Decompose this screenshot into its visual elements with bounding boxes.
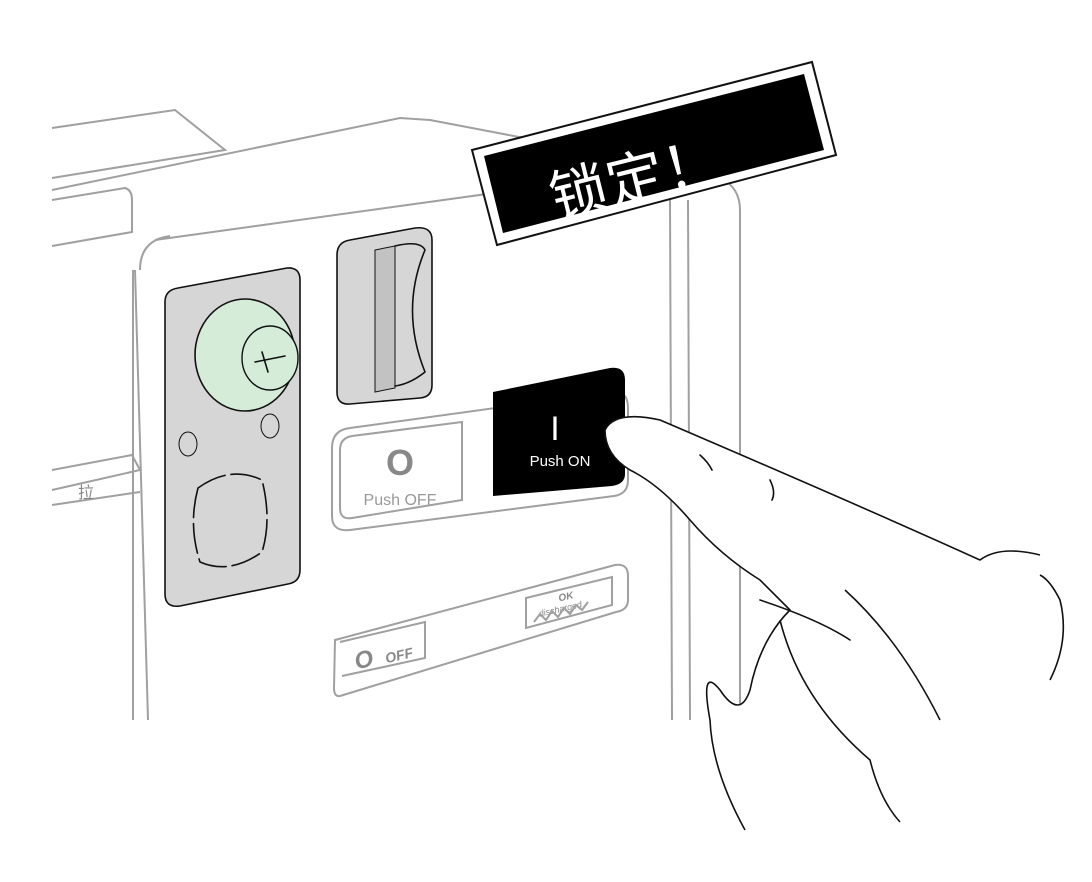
svg-text:OK: OK (558, 590, 576, 604)
drawer-label: 拉 (78, 484, 94, 502)
svg-text:OFF: OFF (384, 644, 415, 666)
svg-text:I: I (550, 410, 559, 448)
svg-text:O: O (352, 645, 377, 676)
key-lock-panel (164, 267, 301, 608)
charging-handle[interactable] (336, 226, 433, 405)
push-off-button[interactable]: O Push OFF (339, 420, 463, 520)
pointing-hand (604, 415, 1065, 831)
locked-banner: 锁定！ (470, 60, 838, 247)
svg-text:Push ON: Push ON (530, 453, 591, 470)
push-on-button[interactable]: I Push ON (493, 367, 625, 496)
padlock-slot (192, 473, 268, 568)
svg-text:Push OFF: Push OFF (364, 492, 437, 509)
svg-text:O: O (386, 442, 414, 483)
keyhole-icon (254, 351, 286, 373)
status-indicator-strip: O OFF OK discharged (332, 563, 629, 698)
